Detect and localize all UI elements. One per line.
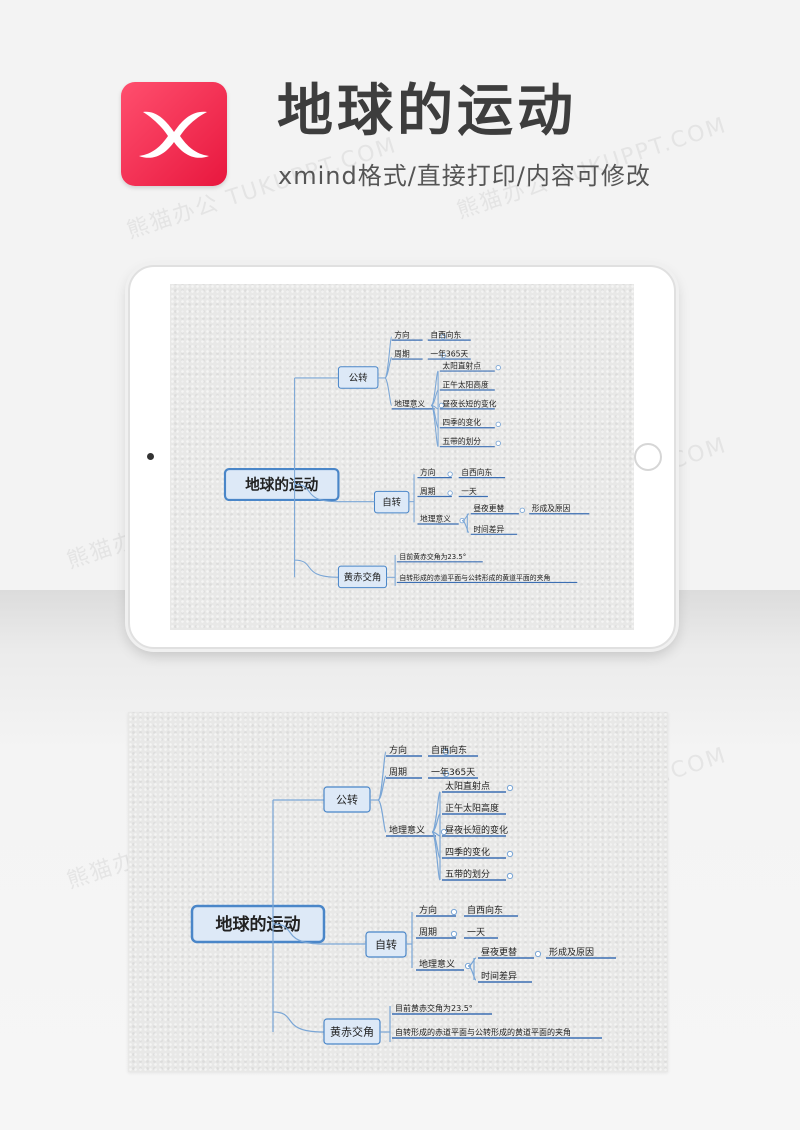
collapse-dot-icon	[495, 364, 501, 371]
branch-label: 地理意义	[419, 958, 455, 970]
branch-zizhuan-label: 自转	[382, 497, 401, 509]
connector-line	[294, 559, 339, 578]
collapse-dot-icon	[495, 421, 501, 428]
collapse-dot-icon	[440, 828, 448, 836]
paper-preview: 地球的运动公转方向自西向东周期一年365天地理意义太阳直射点正午太阳高度昼夜长短…	[128, 712, 668, 1072]
leaf-value: 一天	[461, 487, 477, 496]
branch-label: 周期	[420, 487, 436, 496]
connector-line	[272, 1011, 325, 1033]
collapse-dot-icon	[450, 908, 458, 916]
leaf-value: 自西向东	[430, 330, 461, 340]
collapse-dot-icon	[442, 748, 450, 756]
leaf-item: 时间差异	[473, 524, 504, 534]
leaf-item: 昼夜长短的变化	[442, 398, 496, 408]
collapse-dot-icon	[440, 334, 446, 340]
leaf-item: 形成及原因	[532, 503, 571, 513]
branch-label: 地理意义	[394, 398, 425, 408]
home-button	[634, 443, 662, 471]
leaf-item: 五带的划分	[442, 436, 481, 446]
leaf-item: 时间差异	[481, 970, 517, 982]
camera-icon	[147, 453, 154, 460]
branch-label: 方向	[394, 330, 409, 340]
branch-label: 方向	[420, 467, 435, 477]
leaf-item: 四季的变化	[445, 846, 490, 858]
branch-huangchi-label: 黄赤交角	[330, 1024, 374, 1038]
branch-gongzhuan-label: 公转	[336, 792, 358, 806]
tablet-screen: 地球的运动公转方向自西向东周期一年365天地理意义太阳直射点正午太阳高度昼夜长短…	[170, 284, 634, 630]
leaf-value: 自西向东	[431, 744, 467, 756]
branch-label: 周期	[419, 927, 437, 938]
leaf-value: 自西向东	[467, 904, 503, 916]
root-node-label: 地球的运动	[216, 914, 301, 935]
connector-line	[294, 483, 339, 503]
branch-zizhuan-label: 自转	[375, 937, 397, 951]
leaf-item: 太阳直射点	[445, 780, 490, 792]
collapse-dot-icon	[447, 471, 453, 477]
leaf-item: 四季的变化	[442, 417, 481, 427]
leaf-item: 正午太阳高度	[445, 802, 499, 814]
collapse-dot-icon	[442, 770, 450, 778]
branch-label: 地理意义	[389, 824, 425, 836]
connector-line	[377, 775, 387, 801]
root-node-label: 地球的运动	[245, 476, 318, 494]
branch-gongzhuan-label: 公转	[349, 372, 368, 384]
collapse-dot-icon	[447, 490, 453, 496]
leaf-item: 昼夜更替	[473, 503, 504, 513]
leaf-value: 一年365天	[431, 766, 475, 778]
connector-line	[384, 377, 393, 406]
collapse-dot-icon	[506, 850, 514, 858]
leaf-item: 自转形成的赤道平面与公转形成的黄道平面的夹角	[395, 1027, 571, 1037]
collapse-dot-icon	[495, 440, 501, 446]
leaf-item: 五带的划分	[445, 868, 490, 880]
leaf-item: 目前黄赤交角为23.5°	[399, 552, 466, 561]
collapse-dot-icon	[438, 402, 445, 409]
collapse-dot-icon	[506, 872, 514, 880]
connector-line	[467, 965, 477, 981]
leaf-item: 形成及原因	[549, 946, 594, 958]
mindmap-large: 地球的运动公转方向自西向东周期一年365天地理意义太阳直射点正午太阳高度昼夜长短…	[190, 744, 616, 1045]
connector-line	[272, 923, 325, 945]
leaf-value: 一天	[467, 928, 485, 938]
connector-line	[384, 356, 393, 379]
connector-line	[430, 389, 439, 406]
collapse-dot-icon	[440, 352, 446, 359]
collapse-dot-icon	[450, 930, 458, 938]
tablet-frame: 地球的运动公转方向自西向东周期一年365天地理意义太阳直射点正午太阳高度昼夜长短…	[128, 265, 676, 649]
leaf-item: 正午太阳高度	[442, 379, 489, 389]
branch-label: 方向	[389, 744, 407, 756]
leaf-item: 昼夜长短的变化	[445, 824, 508, 836]
branch-label: 地理意义	[420, 513, 451, 523]
collapse-dot-icon	[534, 950, 542, 958]
connector-line	[431, 831, 441, 881]
page-title: 地球的运动	[277, 79, 577, 144]
leaf-value: 自西向东	[461, 467, 492, 477]
mindmap-small: 地球的运动公转方向自西向东周期一年365天地理意义太阳直射点正午太阳高度昼夜长短…	[223, 330, 590, 589]
page-subtitle: xmind格式/直接打印/内容可修改	[278, 162, 651, 190]
leaf-item: 目前黄赤交角为23.5°	[395, 1003, 473, 1013]
connector-line	[431, 813, 441, 833]
connector-line	[430, 404, 439, 448]
leaf-item: 自转形成的赤道平面与公转形成的黄道平面的夹角	[399, 573, 550, 582]
branch-huangchi-label: 黄赤交角	[344, 571, 382, 583]
connector-line	[461, 520, 470, 534]
branch-label: 方向	[419, 904, 437, 916]
branch-label: 周期	[394, 349, 410, 358]
connector-line	[377, 799, 387, 833]
collapse-dot-icon	[506, 784, 514, 792]
leaf-item: 昼夜更替	[481, 946, 517, 958]
leaf-value: 一年365天	[430, 348, 468, 358]
xmind-logo-icon	[121, 82, 227, 186]
leaf-item: 太阳直射点	[442, 360, 481, 370]
branch-label: 周期	[389, 767, 407, 778]
collapse-dot-icon	[519, 507, 525, 513]
branch-huangchi-box	[337, 565, 388, 589]
